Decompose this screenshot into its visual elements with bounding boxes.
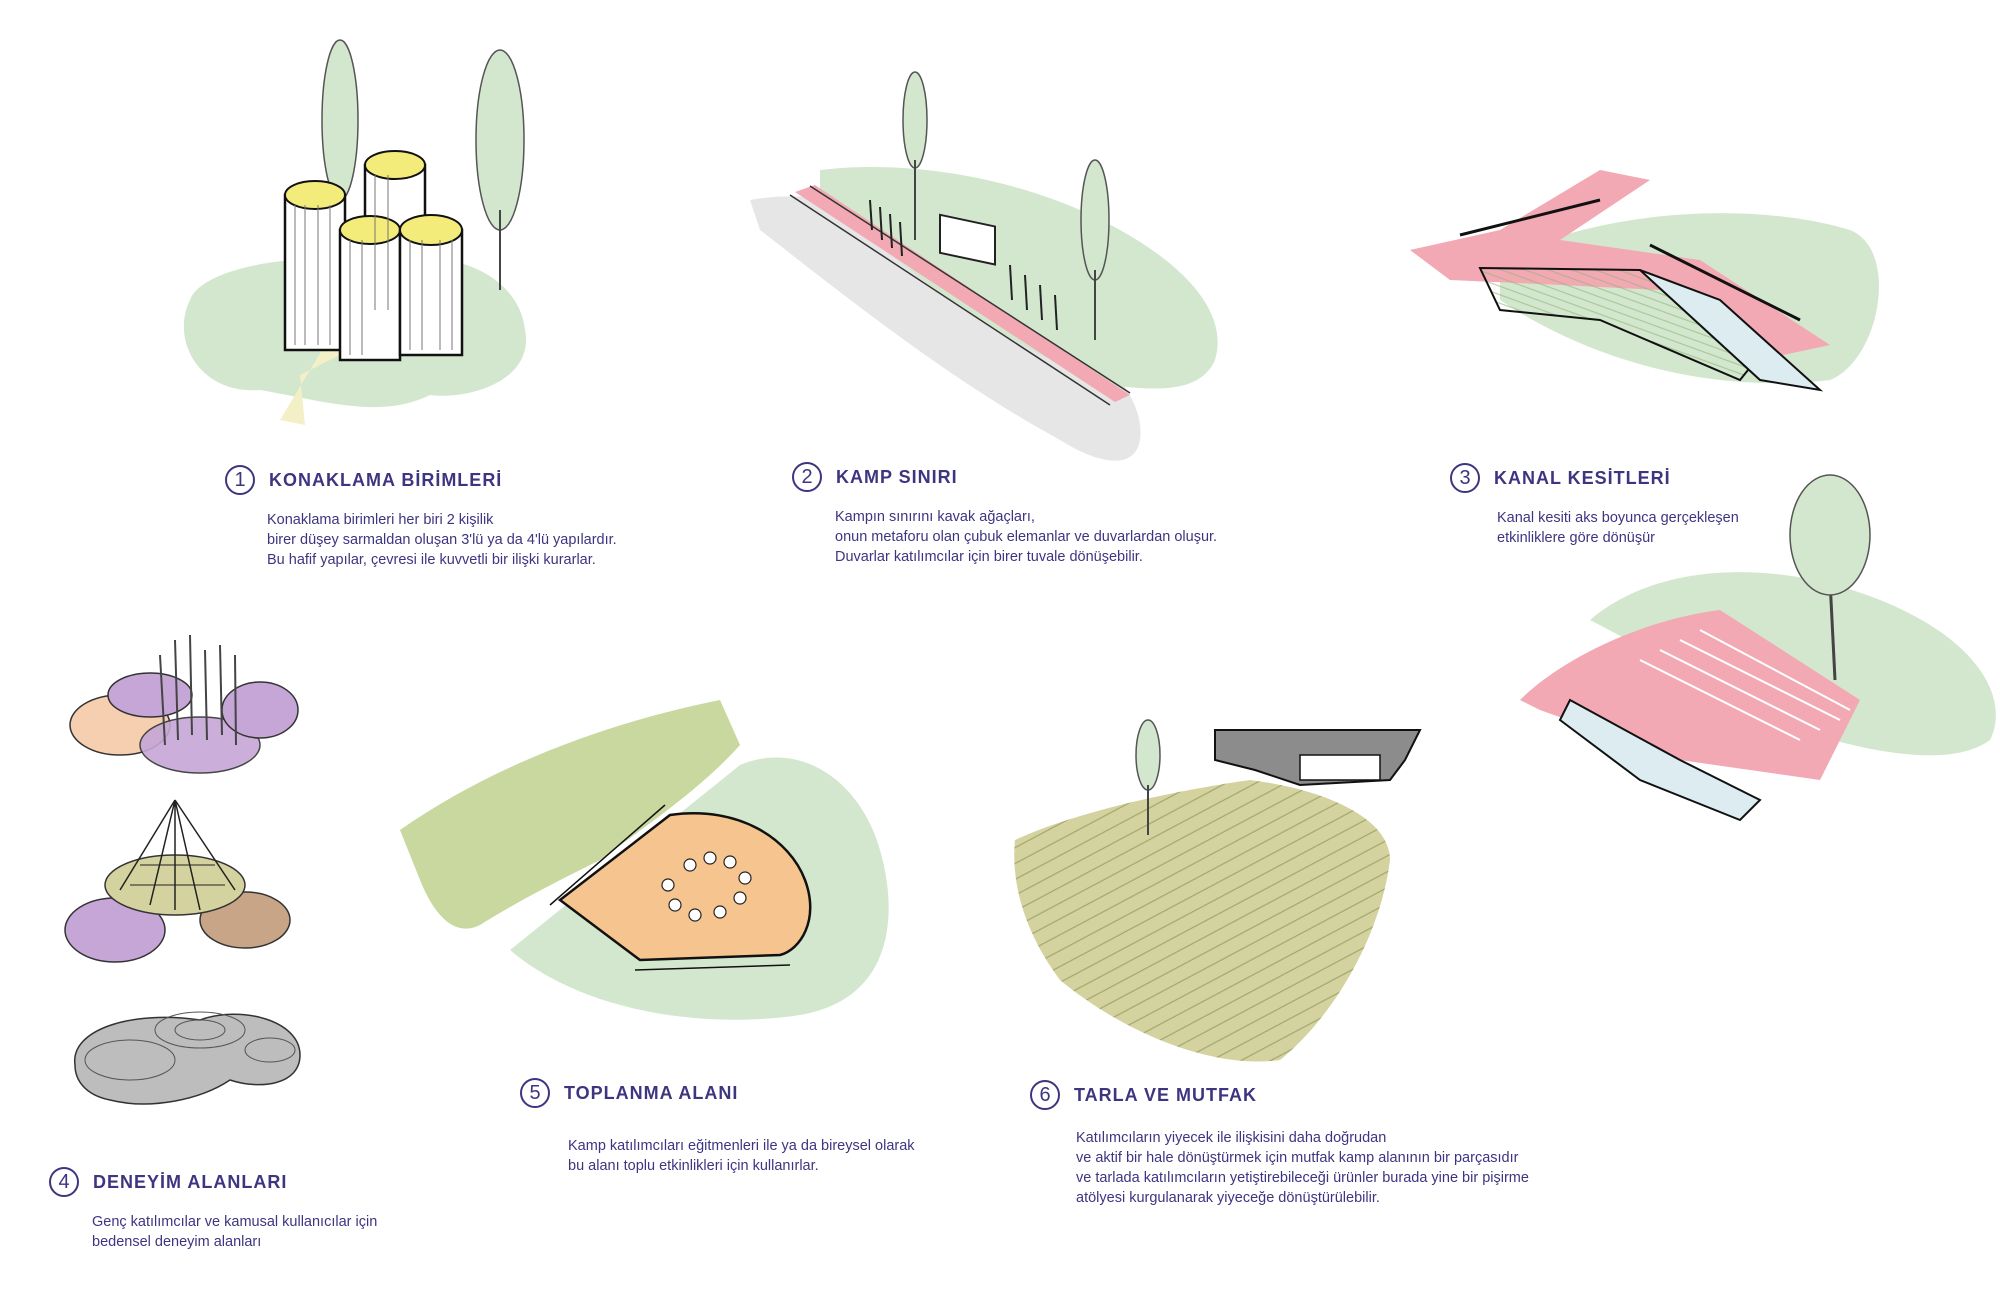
section-1-heading: 1 KONAKLAMA BİRİMLERİ (225, 465, 502, 495)
section-title: DENEYİM ALANLARI (93, 1171, 288, 1192)
description-line: Katılımcıların yiyecek ile ilişkisini da… (1076, 1130, 1387, 1146)
section-title: KANAL KESİTLERİ (1494, 467, 1671, 488)
section-3-heading: 3 KANAL KESİTLERİ (1450, 463, 1671, 493)
experience-area-poles (69, 634, 299, 774)
section-title: TARLA VE MUTFAK (1074, 1084, 1257, 1105)
section-number-badge: 4 (49, 1167, 79, 1197)
description-line: Kanal kesiti aks boyunca gerçekleşen (1497, 510, 1739, 526)
experience-area-net (64, 799, 291, 963)
illustration-accommodation-units (183, 39, 527, 425)
illustration-field-kitchen (1014, 719, 1422, 1062)
section-5-description: Kamp katılımcıları eğitmenleri ile ya da… (568, 1136, 915, 1176)
description-line: etkinliklere göre dönüşür (1497, 530, 1655, 546)
section-2-heading: 2 KAMP SINIRI (792, 462, 958, 492)
description-line: ve aktif bir hale dönüştürmek için mutfa… (1076, 1150, 1519, 1166)
section-2-description: Kampın sınırını kavak ağaçları, onun met… (835, 507, 1217, 567)
section-1-description: Konaklama birimleri her biri 2 kişilik b… (267, 510, 617, 570)
description-line: Kampın sınırını kavak ağaçları, (835, 509, 1035, 525)
illustration-camp-boundary (750, 71, 1218, 461)
description-line: Kamp katılımcıları eğitmenleri ile ya da… (568, 1138, 915, 1154)
description-line: Bu hafif yapılar, çevresi ile kuvvetli b… (267, 552, 596, 568)
section-3-description: Kanal kesiti aks boyunca gerçekleşen etk… (1497, 508, 1739, 548)
description-line: atölyesi kurgulanarak yiyeceğe dönüştürü… (1076, 1190, 1380, 1206)
illustration-canal-steps (1520, 474, 1996, 822)
tree (321, 39, 359, 201)
description-line: Duvarlar katılımcılar için birer tuvale … (835, 549, 1143, 565)
description-line: birer düşey sarmaldan oluşan 3'lü ya da … (267, 532, 617, 548)
tree (1135, 719, 1161, 791)
section-number-badge: 6 (1030, 1080, 1060, 1110)
section-title: TOPLANMA ALANI (564, 1082, 739, 1103)
illustration-canal-sections (1410, 170, 1879, 392)
description-line: ve tarlada katılımcıların yetiştirebilec… (1076, 1170, 1529, 1186)
tree (1080, 159, 1110, 281)
section-number-badge: 5 (520, 1078, 550, 1108)
description-line: bedensel deneyim alanları (92, 1234, 262, 1250)
section-6-heading: 6 TARLA VE MUTFAK (1030, 1080, 1257, 1110)
section-5-heading: 5 TOPLANMA ALANI (520, 1078, 738, 1108)
illustration-experience-areas (64, 634, 301, 1105)
illustration-gathering-area (400, 700, 889, 1020)
description-line: onun metaforu olan çubuk elemanlar ve du… (835, 529, 1218, 545)
experience-area-mounds (74, 1011, 301, 1105)
description-line: Genç katılımcılar ve kamusal kullanıcıla… (92, 1214, 378, 1230)
section-number-badge: 1 (225, 465, 255, 495)
tree (475, 49, 525, 231)
description-line: bu alanı toplu etkinlikleri için kullanı… (568, 1158, 819, 1174)
section-6-description: Katılımcıların yiyecek ile ilişkisini da… (1076, 1128, 1529, 1208)
section-number-badge: 2 (792, 462, 822, 492)
tree (1789, 474, 1871, 596)
section-title: KONAKLAMA BİRİMLERİ (269, 469, 503, 490)
section-number-badge: 3 (1450, 463, 1480, 493)
section-4-heading: 4 DENEYİM ALANLARI (49, 1167, 287, 1197)
section-4-description: Genç katılımcılar ve kamusal kullanıcıla… (92, 1212, 377, 1252)
tree (902, 71, 928, 169)
description-line: Konaklama birimleri her biri 2 kişilik (267, 512, 494, 528)
section-title: KAMP SINIRI (836, 466, 958, 487)
